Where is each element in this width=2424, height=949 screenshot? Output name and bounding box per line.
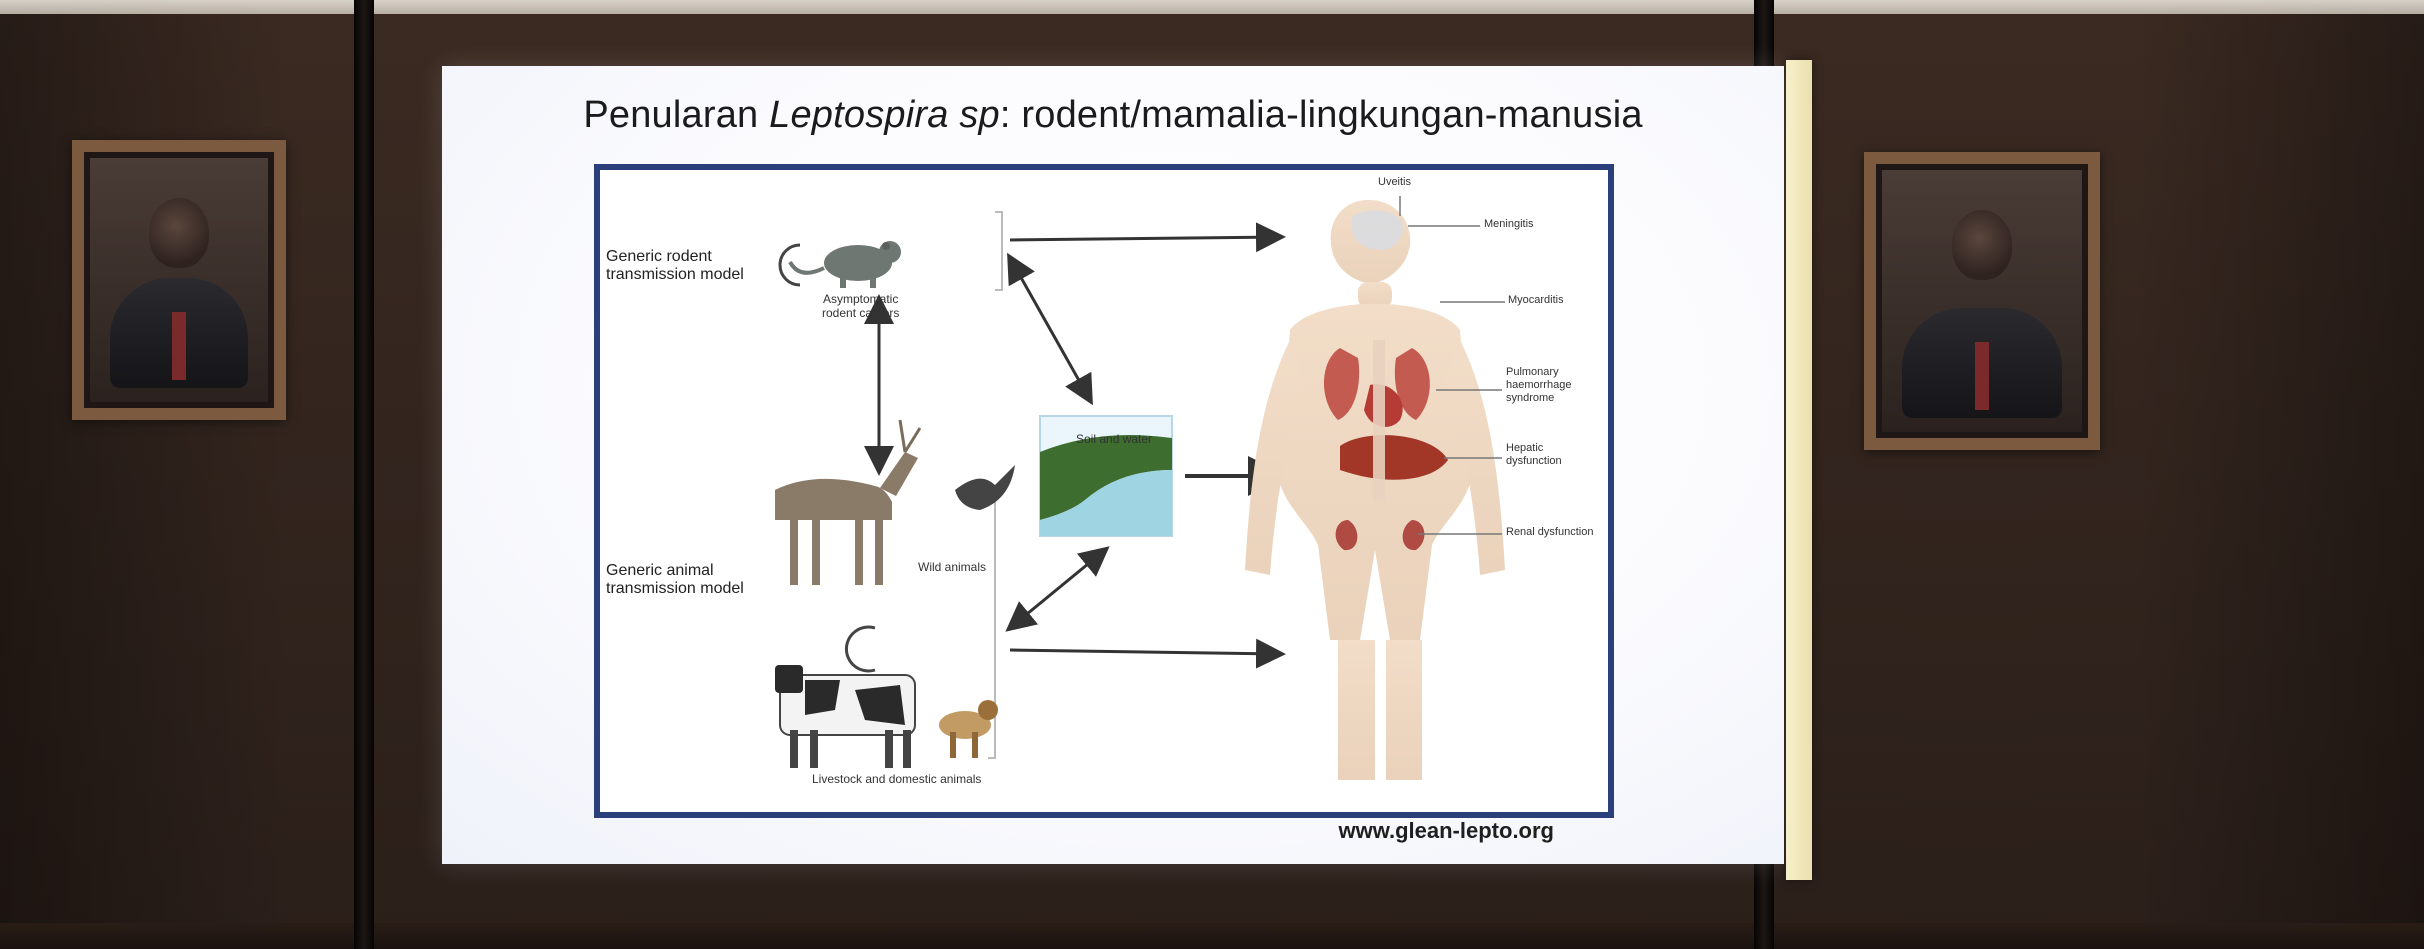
slide-title-suffix: : rodent/mamalia-lingkungan-manusia bbox=[1000, 94, 1643, 136]
rodent-model-label: Generic rodent transmission model bbox=[606, 248, 744, 284]
pulmonary-line3: syndrome bbox=[1506, 392, 1571, 405]
human-body-icon bbox=[1245, 200, 1505, 780]
right-portrait-tie bbox=[1975, 342, 1989, 410]
left-portrait-mat bbox=[90, 158, 268, 402]
arrow-rodent-to-human bbox=[1010, 237, 1280, 240]
wild-animals-label: Wild animals bbox=[918, 560, 986, 574]
arrow-animal-to-human bbox=[1010, 650, 1280, 654]
slide-title-prefix: Penularan bbox=[583, 94, 769, 136]
right-portrait-frame bbox=[1864, 152, 2100, 450]
pulmonary-label: Pulmonary haemorrhage syndrome bbox=[1506, 366, 1571, 405]
animal-cycle-icon bbox=[846, 627, 875, 671]
rodent-carriers-line1: Asymptomatic bbox=[822, 292, 899, 306]
animal-model-label: Generic animal transmission model bbox=[606, 562, 744, 598]
dog-icon bbox=[939, 700, 998, 758]
left-portrait-head bbox=[149, 198, 209, 268]
right-yellow-strip bbox=[1786, 60, 1812, 880]
rodent-carriers-line2: rodent carriers bbox=[822, 306, 899, 320]
renal-label: Renal dysfunction bbox=[1506, 526, 1593, 539]
livestock-label: Livestock and domestic animals bbox=[812, 772, 981, 786]
soil-water-label: Soil and water bbox=[1076, 432, 1152, 446]
right-portrait-head bbox=[1952, 210, 2012, 280]
hepatic-label: Hepatic dysfunction bbox=[1506, 442, 1562, 468]
bird-icon bbox=[955, 465, 1015, 510]
left-portrait-tie bbox=[172, 312, 186, 380]
pulmonary-line2: haemorrhage bbox=[1506, 379, 1571, 392]
uveitis-label: Uveitis bbox=[1378, 176, 1411, 189]
deer-icon bbox=[775, 420, 920, 585]
pulmonary-line1: Pulmonary bbox=[1506, 366, 1571, 379]
myocarditis-label: Myocarditis bbox=[1508, 294, 1564, 307]
rodent-carriers-label: Asymptomatic rodent carriers bbox=[822, 292, 899, 320]
transmission-diagram: Generic rodent transmission model Asympt… bbox=[594, 164, 1614, 818]
arrow-rodent-soil bbox=[1010, 258, 1090, 400]
left-portrait-frame bbox=[72, 140, 286, 420]
hepatic-line1: Hepatic bbox=[1506, 442, 1562, 455]
source-url: www.glean-lepto.org bbox=[1338, 818, 1554, 844]
rodent-model-line1: Generic rodent bbox=[606, 248, 744, 266]
right-portrait-mat bbox=[1882, 170, 2082, 432]
animal-model-line1: Generic animal bbox=[606, 562, 744, 580]
hepatic-line2: dysfunction bbox=[1506, 455, 1562, 468]
slide-title-italic: Leptospira sp bbox=[769, 94, 1000, 136]
rodent-bracket bbox=[995, 212, 1002, 290]
rodent-model-line2: transmission model bbox=[606, 266, 744, 284]
projected-slide: Penularan Leptospira sp: rodent/mamalia-… bbox=[442, 66, 1784, 864]
cow-icon bbox=[775, 665, 915, 768]
meningitis-label: Meningitis bbox=[1484, 218, 1534, 231]
left-screen-pole bbox=[354, 0, 374, 949]
slide-title: Penularan Leptospira sp: rodent/mamalia-… bbox=[442, 94, 1784, 137]
rat-icon bbox=[790, 241, 901, 288]
arrow-animal-soil bbox=[1010, 550, 1105, 628]
diagram-svg bbox=[600, 170, 1608, 812]
animal-model-line2: transmission model bbox=[606, 580, 744, 598]
